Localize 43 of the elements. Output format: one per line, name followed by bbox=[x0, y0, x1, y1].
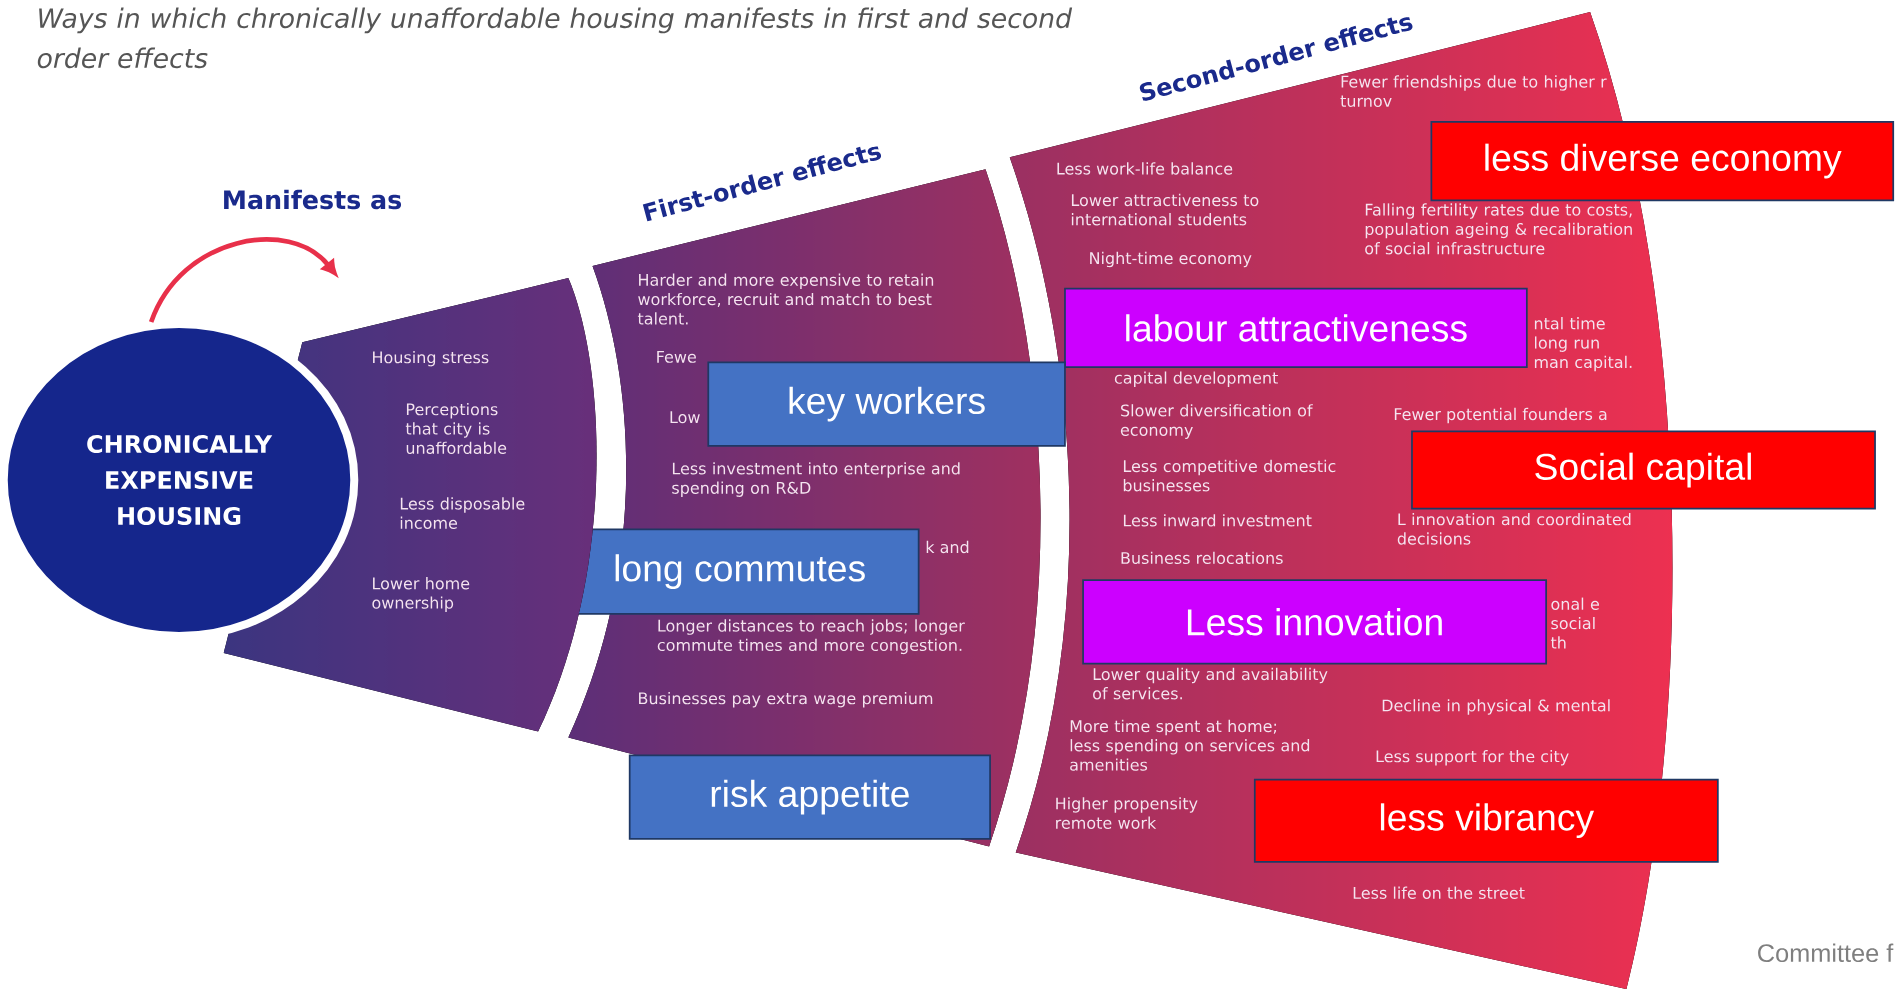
highlight-box: risk appetite bbox=[628, 754, 991, 840]
effect-text: ntal time long run man capital. bbox=[1534, 317, 1632, 372]
effect-text: Fewer potential founders a bbox=[1394, 407, 1607, 424]
highlight-box: Social capital bbox=[1411, 430, 1876, 510]
effect-text: Lower quality and availability of services. bbox=[1093, 667, 1328, 700]
curved-arrow bbox=[149, 237, 337, 323]
highlight-box: Less innovation bbox=[1082, 579, 1547, 665]
effect-text: Lower attractiveness to international students bbox=[1071, 193, 1259, 226]
effect-text: Business relocations bbox=[1121, 551, 1283, 565]
effect-text: Fewer friendships due to higher r turnov bbox=[1340, 75, 1607, 107]
effect-text: Businesses pay extra wage premium bbox=[639, 691, 933, 708]
effect-text: Decline in physical & mental bbox=[1382, 699, 1610, 715]
effect-text: onal e social th bbox=[1550, 597, 1599, 649]
effect-text: Falling fertility rates due to costs, population ageing & recalibration of social infrastructure bbox=[1365, 203, 1632, 255]
highlight-box: less vibrancy bbox=[1253, 778, 1719, 863]
effect-text: Longer distances to reach jobs; longer commute times and more congestion. bbox=[657, 619, 965, 655]
effect-text: Less life on the street bbox=[1353, 886, 1525, 899]
effect-text: k and bbox=[926, 540, 969, 554]
effect-text: Less support for the city bbox=[1376, 749, 1569, 766]
effect-text: Slower diversification of economy bbox=[1120, 404, 1313, 439]
effect-text: Higher propensity remote work bbox=[1056, 797, 1198, 829]
title: Ways in which chronically unaffordable housing manifests in first and second order effects bbox=[37, 7, 1073, 69]
effect-text: Lower home ownership bbox=[372, 577, 470, 612]
effect-text: Harder and more expensive to retain workforce, recruit and match to best talent. bbox=[637, 273, 934, 325]
effect-text: Less disposable income bbox=[400, 497, 525, 529]
source-note: Committee f bbox=[1758, 943, 1894, 963]
effect-text: Housing stress bbox=[373, 350, 489, 367]
effect-text: Less competitive domestic businesses bbox=[1123, 459, 1336, 492]
highlight-box: less diverse economy bbox=[1430, 120, 1895, 202]
effect-text: Night-time economy bbox=[1090, 251, 1252, 268]
highlight-box: labour attractiveness bbox=[1064, 287, 1528, 369]
highlight-box: key workers bbox=[707, 361, 1066, 447]
edge-label: Manifests as bbox=[224, 189, 402, 210]
effect-text: Less work-life balance bbox=[1057, 162, 1233, 175]
effect-text: Low bbox=[670, 411, 700, 424]
effect-text: L innovation and coordinated decisions bbox=[1397, 512, 1631, 545]
effect-text: More time spent at home; less spending on services and amenities bbox=[1070, 719, 1310, 771]
effect-text: Less investment into enterprise and spending on R&D bbox=[672, 462, 960, 497]
effect-text: Perceptions that city is unaffordable bbox=[405, 402, 507, 454]
effect-text: Fewe bbox=[657, 350, 696, 363]
effect-text: Less inward investment bbox=[1123, 514, 1312, 527]
effect-text: capital development bbox=[1114, 371, 1278, 387]
highlight-box: long commutes bbox=[559, 528, 920, 615]
